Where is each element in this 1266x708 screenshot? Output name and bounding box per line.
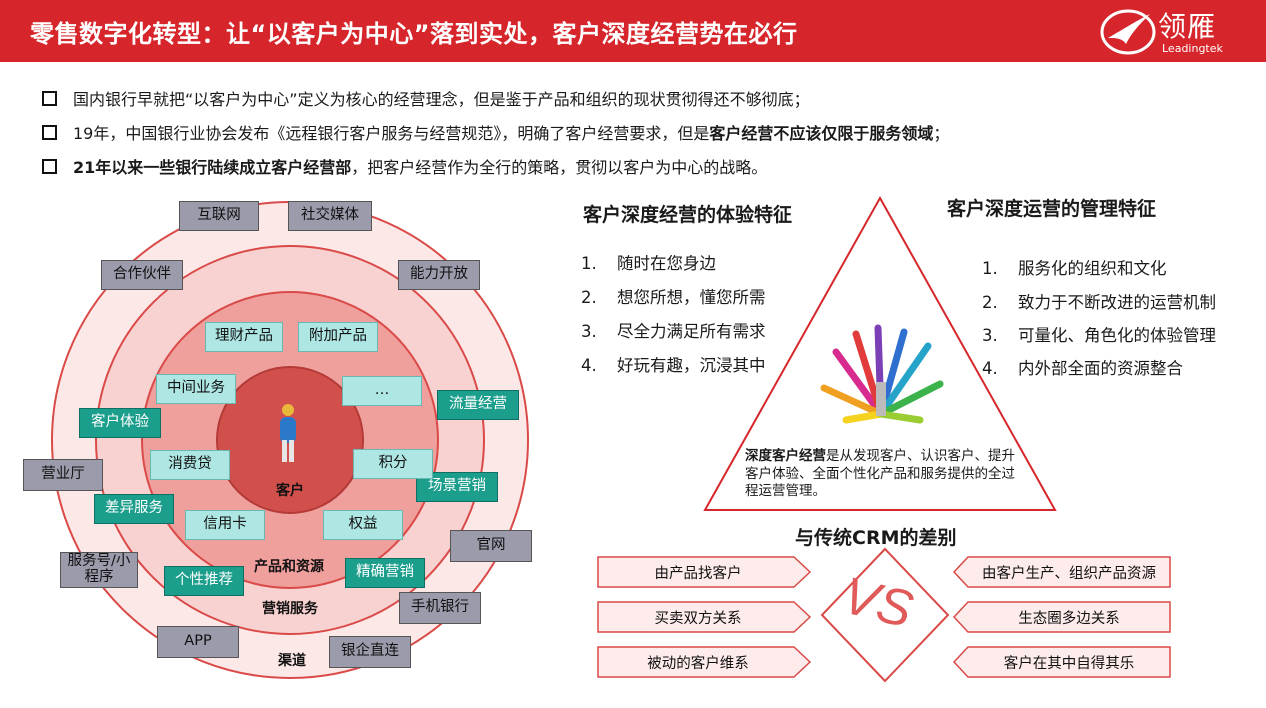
header-bar <box>0 0 1266 62</box>
management-item: 2.致力于不断改进的运营机制 <box>982 293 1216 312</box>
bullet-2: 19年，中国银行业协会发布《远程银行客户服务与经营规范》，明确了客户经营要求，但… <box>42 120 949 144</box>
crm-title: 与传统CRM的差别 <box>795 527 957 549</box>
crm-left-item: 被动的客户维系 <box>647 655 749 672</box>
management-item: 4.内外部全面的资源整合 <box>982 359 1183 378</box>
vs-badge <box>820 547 950 683</box>
experience-item: 4.好玩有趣，沉浸其中 <box>581 356 766 375</box>
product-label: 消费贷 <box>150 450 230 480</box>
triangle-description: 深度客户经营是从发现客户、认识客户、提升客户体验、全面个性化产品和服务提供的全过… <box>745 448 1025 501</box>
channel-label: 服务号/小程序 <box>60 552 138 588</box>
crm-right-arrows <box>952 556 1171 678</box>
bullet-1: 国内银行早就把“以客户为中心”定义为核心的经营理念，但是鉴于产品和组织的现状贯彻… <box>42 86 810 110</box>
channel-label: 社交媒体 <box>288 201 372 231</box>
bullet-2-bold: 客户经营不应该仅限于服务领域 <box>709 124 934 143</box>
product-label: 理财产品 <box>205 322 283 352</box>
bullet-square-icon <box>42 158 57 174</box>
product-label: 权益 <box>323 510 403 540</box>
channel-label: 合作伙伴 <box>101 260 183 290</box>
crm-left-arrows <box>597 556 812 678</box>
channel-label: 手机银行 <box>399 592 481 624</box>
experience-item-text: 随时在您身边 <box>617 254 716 273</box>
product-label: 信用卡 <box>185 510 265 540</box>
bullet-3-bold: 21年以来一些银行陆续成立客户经营部 <box>73 158 352 177</box>
channel-label: 银企直连 <box>329 636 411 668</box>
crm-right-item: 由客户生产、组织产品资源 <box>982 565 1156 582</box>
ring-label-customer: 客户 <box>276 483 304 499</box>
bullet-3: 21年以来一些银行陆续成立客户经营部，把客户经营作为全行的策略，贯彻以客户为中心… <box>42 154 767 178</box>
service-label: 个性推荐 <box>164 566 244 596</box>
bullet-square-icon <box>42 124 57 140</box>
page-title: 零售数字化转型：让“以客户为中心”落到实处，客户深度经营势在必行 <box>30 20 798 48</box>
management-item-text: 服务化的组织和文化 <box>1018 259 1167 278</box>
customer-person-icon <box>280 404 296 462</box>
experience-item: 3.尽全力满足所有需求 <box>581 322 766 341</box>
bullet-square-icon <box>42 90 57 106</box>
bullet-2-text: 19年，中国银行业协会发布《远程银行客户服务与经营规范》，明确了客户经营要求，但… <box>73 124 710 143</box>
crm-left-item: 买卖双方关系 <box>654 610 742 627</box>
service-label: 流量经营 <box>437 390 519 420</box>
channel-label: 营业厅 <box>23 459 103 491</box>
channel-label: 互联网 <box>179 201 259 231</box>
bullet-2-end: ； <box>933 124 950 143</box>
service-label: 精确营销 <box>345 558 425 588</box>
colorful-arrows-image-icon <box>816 322 946 428</box>
experience-title: 客户深度经营的体验特征 <box>583 204 793 226</box>
service-label: 差异服务 <box>94 494 174 524</box>
triangle-description-bold: 深度客户经营 <box>745 448 826 464</box>
management-item: 3.可量化、角色化的体验管理 <box>982 326 1216 345</box>
experience-item-text: 尽全力满足所有需求 <box>617 322 766 341</box>
logo-text-en: Leadingtek <box>1162 42 1223 55</box>
ring-label-product: 产品和资源 <box>254 559 324 575</box>
product-label: 附加产品 <box>298 322 378 352</box>
product-label: … <box>342 376 422 406</box>
crm-right-item: 客户在其中自得其乐 <box>1003 655 1135 672</box>
management-item-text: 致力于不断改进的运营机制 <box>1018 293 1216 312</box>
management-item-text: 内外部全面的资源整合 <box>1018 359 1183 378</box>
ring-label-channel: 渠道 <box>278 653 306 669</box>
experience-item: 1.随时在您身边 <box>581 254 716 273</box>
experience-item-text: 好玩有趣，沉浸其中 <box>617 356 766 375</box>
experience-item: 2.想您所想，懂您所需 <box>581 288 766 307</box>
channel-label: APP <box>157 626 239 658</box>
crm-right-item: 生态圈多边关系 <box>1018 610 1120 627</box>
channel-label: 官网 <box>450 530 532 562</box>
bullet-1-text: 国内银行早就把“以客户为中心”定义为核心的经营理念，但是鉴于产品和组织的现状贯彻… <box>73 90 810 109</box>
experience-item-text: 想您所想，懂您所需 <box>617 288 766 307</box>
bullet-3-text: ，把客户经营作为全行的策略，贯彻以客户为中心的战略。 <box>351 158 768 177</box>
management-item: 1.服务化的组织和文化 <box>982 259 1167 278</box>
leadingtek-logo-icon <box>1100 9 1156 55</box>
management-item-text: 可量化、角色化的体验管理 <box>1018 326 1216 345</box>
service-label: 客户体验 <box>79 408 161 438</box>
product-label: 中间业务 <box>156 374 236 404</box>
channel-label: 能力开放 <box>398 260 480 290</box>
crm-left-item: 由产品找客户 <box>654 565 742 582</box>
logo-text-cn: 领雁 <box>1158 10 1217 43</box>
management-title: 客户深度运营的管理特征 <box>947 198 1157 220</box>
ring-label-marketing: 营销服务 <box>262 601 318 617</box>
product-label: 积分 <box>353 449 433 479</box>
triangle-description-text: 是从发现客户、认识客户、提升客户体验、全面个性化产品和服务提供的全过程运营管理。 <box>745 448 1015 500</box>
